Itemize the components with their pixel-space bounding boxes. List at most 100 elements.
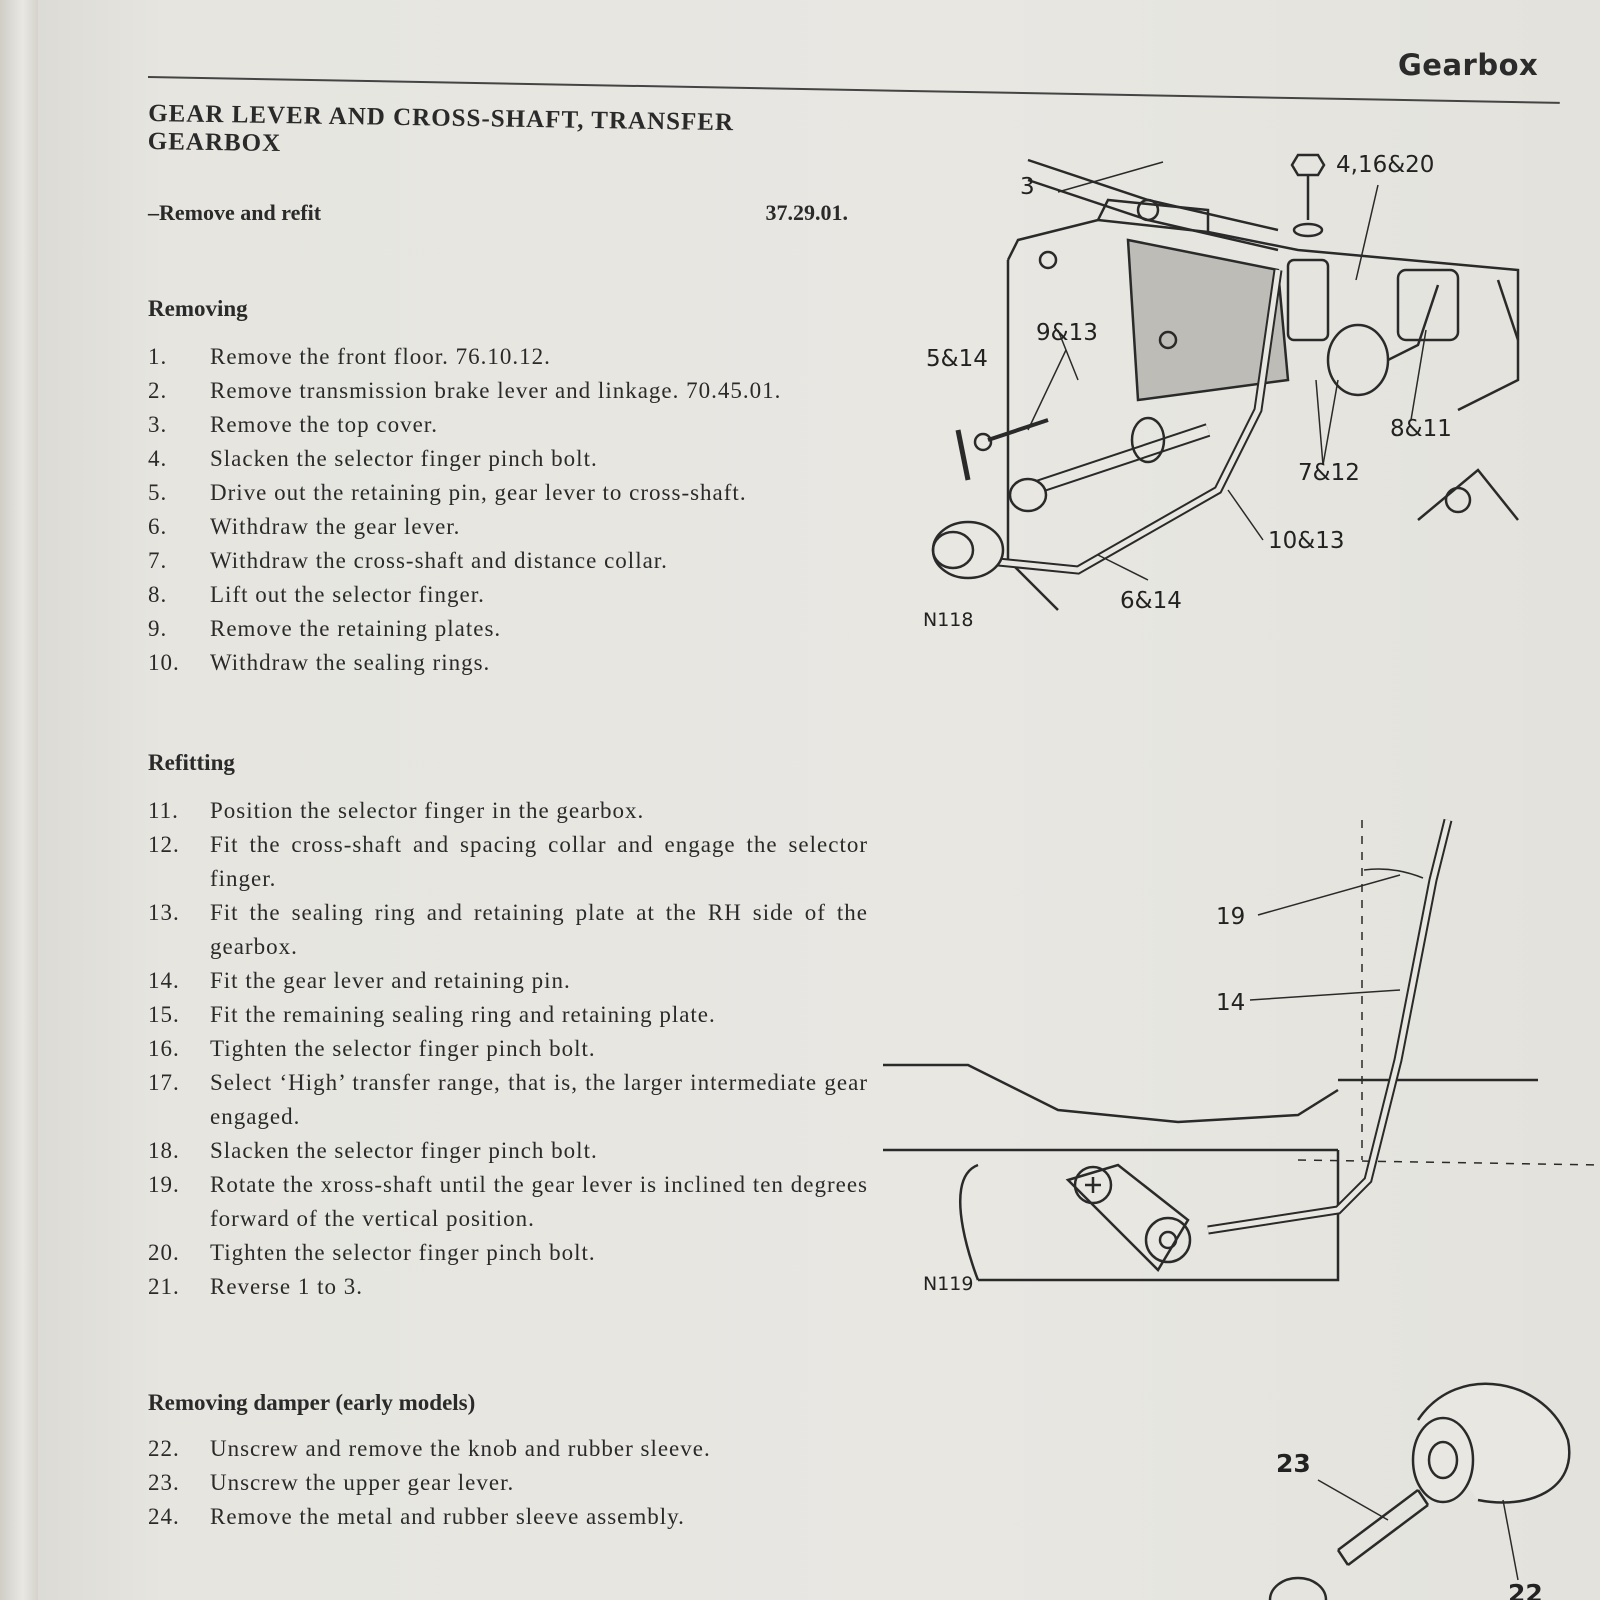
operation-row: –Remove and refit 37.29.01. (148, 200, 868, 226)
step-item: 4. Slacken the selector finger pinch bolt… (148, 442, 868, 476)
step-number: 15. (148, 1002, 180, 1027)
removing-steps: 1. Remove the front floor. 76.10.12. 2. Rem… (148, 340, 868, 680)
step-number: 23. (148, 1470, 180, 1495)
step-item: 19. Rotate the xross-shaft until the gear… (148, 1168, 868, 1236)
section-header: Gearbox (1398, 48, 1539, 82)
step-text: Fit the gear lever and retaining pin. (210, 968, 571, 993)
step-text: Remove the metal and rubber sleeve assem… (210, 1504, 685, 1529)
step-item: 9. Remove the retaining plates. (148, 612, 868, 646)
step-item: 6. Withdraw the gear lever. (148, 510, 868, 544)
step-text: Fit the cross-shaft and spacing collar a… (210, 832, 868, 891)
step-number: 24. (148, 1504, 180, 1529)
step-text: Slacken the selector finger pinch bolt. (210, 1138, 598, 1163)
text-column: GEAR LEVER AND CROSS-SHAFT, TRANSFER GEA… (148, 100, 868, 1534)
step-number: 8. (148, 582, 168, 607)
step-item: 7.Withdraw the cross-shaft and distance … (148, 544, 868, 578)
procedure-subtitle: –Remove and refit (148, 200, 322, 225)
step-text: Withdraw the gear lever. (210, 514, 461, 539)
figure-n119-lever-angle: 19 14 N119 (883, 818, 1600, 1295)
step-item: 1. Remove the front floor. 76.10.12. (148, 340, 868, 374)
book-spine (0, 0, 38, 1600)
callout-9-13: 9&13 (1036, 320, 1098, 346)
step-number: 16. (148, 1036, 180, 1061)
damper-heading: Removing damper (early models) (148, 1390, 476, 1415)
manual-page: Gearbox GEAR LEVER AND CROSS-SHAFT, TRAN… (38, 0, 1600, 1600)
step-item: 2. Remove transmission brake lever and li… (148, 374, 868, 408)
step-text: Remove the top cover. (210, 412, 438, 437)
step-text: Fit the sealing ring and retaining plate… (210, 900, 868, 959)
step-item: 12. Fit the cross-shaft and spacing colla… (148, 828, 868, 896)
step-number: 6. (148, 514, 168, 539)
step-text: Tighten the selector finger pinch bolt. (210, 1036, 596, 1061)
callout-19: 19 (1216, 904, 1245, 930)
step-number: 2. (148, 378, 168, 403)
step-item: 16. Tighten the selector finger pinch bol… (148, 1032, 868, 1066)
callout-5-14: 5&14 (926, 346, 988, 372)
refitting-heading: Refitting (148, 750, 235, 775)
step-item: 22. Unscrew and remove the knob and rubbe… (148, 1432, 868, 1466)
step-number: 4. (148, 446, 168, 471)
step-number: 5. (148, 480, 168, 505)
step-number: 20. (148, 1240, 180, 1265)
step-text: Position the selector finger in the gear… (210, 798, 645, 823)
step-text: Withdraw the cross-shaft and distance co… (210, 548, 668, 573)
step-item: 3. Remove the top cover. (148, 408, 868, 442)
step-item: 11. Position the selector finger in the g… (148, 794, 868, 828)
callout-7-12: 7&12 (1298, 460, 1360, 486)
step-item: 13. Fit the sealing ring and retaining pl… (148, 896, 868, 964)
step-number: 14. (148, 968, 180, 993)
step-text: Remove the retaining plates. (210, 616, 502, 641)
callout-10-13: 10&13 (1268, 528, 1344, 554)
step-number: 12. (148, 832, 180, 857)
procedure-title: GEAR LEVER AND CROSS-SHAFT, TRANSFER GEA… (147, 100, 735, 158)
step-text: Lift out the selector finger. (210, 582, 485, 607)
step-text: Withdraw the sealing rings. (210, 650, 491, 675)
step-number: 9. (148, 616, 168, 641)
callout-22: 22 (1508, 1579, 1543, 1600)
callout-3: 3 (1020, 174, 1035, 200)
step-number: 22. (148, 1436, 180, 1461)
step-item: 18. Slacken the selector finger pinch bol… (148, 1134, 868, 1168)
step-text: Remove the front floor. 76.10.12. (210, 344, 551, 369)
step-number: 11. (148, 798, 179, 823)
step-item: 15. Fit the remaining sealing ring and re… (148, 998, 868, 1032)
step-text: Fit the remaining sealing ring and retai… (210, 1002, 716, 1027)
step-text: Rotate the xross-shaft until the gear le… (210, 1172, 868, 1231)
refitting-steps: 11. Position the selector finger in the g… (148, 794, 868, 1304)
callout-6-14: 6&14 (1120, 588, 1182, 614)
removing-heading: Removing (148, 296, 248, 321)
step-item: 21. Reverse 1 to 3. (148, 1270, 868, 1304)
step-item: 20. Tighten the selector finger pinch bol… (148, 1236, 868, 1270)
figure-code-n119: N119 (923, 1273, 973, 1295)
step-number: 1. (148, 344, 168, 369)
step-number: 13. (148, 900, 180, 925)
step-item: 10.Withdraw the sealing rings. (148, 646, 868, 680)
step-item: 17. Select ‘High’ transfer range, that is… (148, 1066, 868, 1134)
step-text: Unscrew and remove the knob and rubber s… (210, 1436, 711, 1461)
callout-23: 23 (1276, 1449, 1311, 1478)
step-text: Select ‘High’ transfer range, that is, t… (210, 1070, 868, 1129)
callout-14: 14 (1216, 990, 1245, 1016)
step-text: Tighten the selector finger pinch bolt. (210, 1240, 596, 1265)
step-item: 5. Drive out the retaining pin, gear leve… (148, 476, 868, 510)
step-item: 23. Unscrew the upper gear lever. (148, 1466, 868, 1500)
step-text: Reverse 1 to 3. (210, 1274, 363, 1299)
step-number: 3. (148, 412, 168, 437)
step-number: 21. (148, 1274, 180, 1299)
step-number: 19. (148, 1172, 180, 1197)
step-item: 8. Lift out the selector finger. (148, 578, 868, 612)
operation-number: 37.29.01. (765, 200, 849, 225)
callout-8-11: 8&11 (1390, 416, 1452, 442)
step-number: 18. (148, 1138, 180, 1163)
step-text: Drive out the retaining pin, gear lever … (210, 480, 747, 505)
step-text: Unscrew the upper gear lever. (210, 1470, 515, 1495)
step-text: Remove transmission brake lever and link… (210, 378, 782, 403)
step-item: 24. Remove the metal and rubber sleeve as… (148, 1500, 868, 1534)
step-number: 17. (148, 1070, 180, 1095)
figure-n118-gear-lever-exploded: 3 4,16&20 5&14 9&13 8&11 7&12 10&13 6&14… (923, 152, 1520, 631)
damper-steps: 22. Unscrew and remove the knob and rubbe… (148, 1432, 868, 1534)
figure-code-n118: N118 (923, 609, 973, 631)
callout-4-16-20: 4,16&20 (1336, 152, 1434, 178)
figure-damper-knob: 23 22 (1268, 1382, 1571, 1600)
step-text: Slacken the selector finger pinch bolt. (210, 446, 598, 471)
